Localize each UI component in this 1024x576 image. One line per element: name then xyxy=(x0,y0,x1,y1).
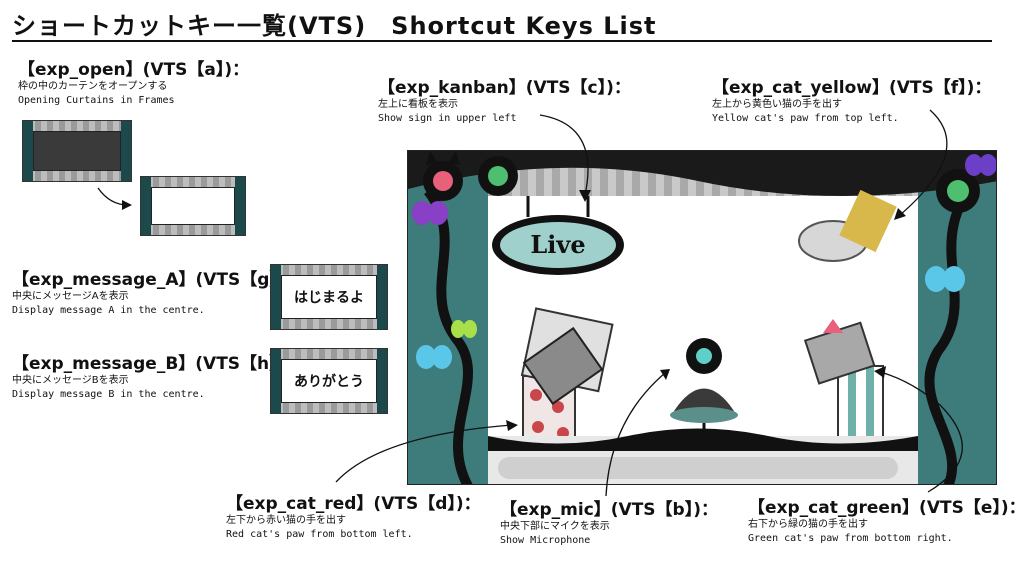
red-paw xyxy=(520,307,614,447)
butterfly-icon xyxy=(412,201,448,225)
entry-exp-cat-yellow: 【exp_cat_yellow】(VTS【f】)： 左上から黄色い猫の手を出す … xyxy=(712,78,991,126)
entry-en: Display message B in the centre. xyxy=(12,389,205,400)
microphone-icon xyxy=(670,338,738,436)
entry-head: 【exp_mic】(VTS【b】)： xyxy=(500,500,718,520)
entry-exp-message-b: 【exp_message_B】(VTS【h】)： 中央にメッセージBを表示 Di… xyxy=(12,354,302,402)
entry-exp-kanban: 【exp_kanban】(VTS【c】)： 左上に看板を表示 Show sign… xyxy=(378,78,631,126)
entry-en: Red cat's paw from bottom left. xyxy=(226,529,413,540)
thumb-curtain-closed xyxy=(22,120,132,182)
entry-head: 【exp_open】(VTS【a】)： xyxy=(18,60,250,80)
entry-head: 【exp_cat_yellow】(VTS【f】)： xyxy=(712,78,992,98)
arrow-icon xyxy=(605,372,666,497)
entry-en: Green cat's paw from bottom right. xyxy=(748,533,953,544)
thumb-curtain-open xyxy=(140,176,246,236)
sign-text: Live xyxy=(530,230,585,259)
entry-exp-cat-green: 【exp_cat_green】(VTS【e】)： 右下から緑の猫の手を出す Gr… xyxy=(748,498,1024,546)
entry-head: 【exp_message_B】(VTS【h】)： xyxy=(12,354,303,374)
entry-jp: 左上に看板を表示 xyxy=(378,99,458,110)
entry-jp: 中央にメッセージAを表示 xyxy=(12,291,129,302)
entry-exp-mic: 【exp_mic】(VTS【b】)： 中央下部にマイクを表示 Show Micr… xyxy=(500,500,718,548)
arrow-icon xyxy=(899,109,948,216)
message-b-text: ありがとう xyxy=(294,374,364,390)
arrow-icon xyxy=(879,371,963,493)
thumb-message-b: ありがとう xyxy=(270,348,388,414)
cat-icon xyxy=(478,156,518,196)
entry-exp-cat-red: 【exp_cat_red】(VTS【d】)： 左下から赤い猫の手を出す Red … xyxy=(226,494,481,542)
entry-jp: 枠の中のカーテンをオープンする xyxy=(18,81,168,92)
butterfly-icon xyxy=(925,266,965,292)
message-a-text: はじまるよ xyxy=(294,290,364,306)
entry-en: Yellow cat's paw from top left. xyxy=(712,113,899,124)
cat-icon xyxy=(423,151,463,201)
stage-artwork: Live xyxy=(408,151,996,484)
cat-icon xyxy=(936,169,980,213)
thumb-message-a: はじまるよ xyxy=(270,264,388,330)
butterfly-icon xyxy=(451,320,477,338)
entry-head: 【exp_cat_green】(VTS【e】)： xyxy=(748,498,1024,518)
page-title: ショートカットキー一覧(VTS) Shortcut Keys List xyxy=(12,12,657,40)
entry-en: Opening Curtains in Frames xyxy=(18,95,175,106)
entry-exp-message-a: 【exp_message_A】(VTS【g】)： 中央にメッセージAを表示 Di… xyxy=(12,270,303,318)
yellow-paw xyxy=(798,189,897,262)
arrow-icon xyxy=(335,424,513,483)
entry-head: 【exp_cat_red】(VTS【d】)： xyxy=(226,494,481,514)
arrow-icon xyxy=(539,114,589,196)
entry-jp: 右下から緑の猫の手を出す xyxy=(748,519,868,530)
entry-jp: 中央下部にマイクを表示 xyxy=(500,521,610,532)
entry-jp: 左上から黄色い猫の手を出す xyxy=(712,99,842,110)
live-sign: Live xyxy=(492,196,624,275)
entry-jp: 中央にメッセージBを表示 xyxy=(12,375,129,386)
stage-preview: Live xyxy=(407,150,997,485)
entry-head: 【exp_kanban】(VTS【c】)： xyxy=(378,78,631,98)
entry-en: Display message A in the centre. xyxy=(12,305,205,316)
entry-en: Show sign in upper left xyxy=(378,113,517,124)
entry-jp: 左下から赤い猫の手を出す xyxy=(226,515,346,526)
entry-head: 【exp_message_A】(VTS【g】)： xyxy=(12,270,303,290)
butterfly-icon xyxy=(416,345,452,369)
butterfly-icon xyxy=(965,154,996,176)
title-divider xyxy=(12,40,992,42)
entry-en: Show Microphone xyxy=(500,535,591,546)
entry-exp-open: 【exp_open】(VTS【a】)： 枠の中のカーテンをオープンする Open… xyxy=(18,60,249,108)
